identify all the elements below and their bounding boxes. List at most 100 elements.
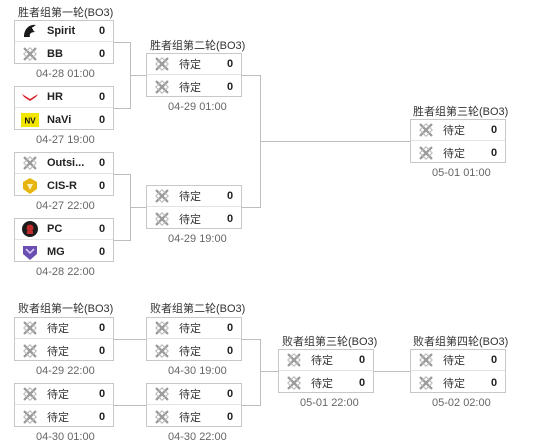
team-name: CIS-R [47, 179, 77, 192]
tbd-x-logo-icon [285, 374, 303, 392]
bracket-connector [114, 339, 146, 340]
team-row-tbd[interactable]: 待定 0 [15, 340, 113, 361]
tbd-x-logo-icon [153, 210, 171, 228]
team-name: Spirit [47, 25, 76, 37]
match-card-u1a[interactable]: Spirit 0 BB 0 [14, 20, 114, 64]
team-name: 待定 [179, 213, 201, 226]
team-score: 0 [98, 245, 106, 258]
bracket-connector [242, 207, 260, 208]
match-card-u2a[interactable]: 待定 0 待定 0 [146, 53, 242, 97]
match-card-l2b[interactable]: 待定 0 待定 0 [146, 383, 242, 427]
tbd-x-logo-icon [153, 187, 171, 205]
bb-logo-icon [21, 45, 39, 63]
team-score: 0 [98, 322, 106, 334]
team-score: 0 [98, 113, 106, 126]
upper-round-3-title: 胜者组第三轮(BO3) [413, 106, 509, 118]
match-card-u1b[interactable]: HR 0 NV NaVi 0 [14, 86, 114, 130]
tbd-x-logo-icon [21, 385, 39, 403]
team-score: 0 [98, 388, 106, 400]
team-row-tbd[interactable]: 待定 0 [147, 186, 241, 207]
match-time: 04-27 19:00 [36, 134, 95, 146]
team-score: 0 [358, 376, 366, 389]
match-card-l1b[interactable]: 待定 0 待定 0 [14, 383, 114, 427]
bracket-connector [114, 240, 130, 241]
team-row-tbd[interactable]: 待定 0 [411, 372, 505, 393]
match-card-u3[interactable]: 待定 0 待定 0 [410, 119, 506, 163]
team-score: 0 [226, 190, 234, 202]
team-row-tbd[interactable]: 待定 0 [279, 372, 373, 393]
team-name: BB [47, 47, 63, 60]
team-row-mg[interactable]: MG 0 [15, 241, 113, 262]
team-score: 0 [226, 388, 234, 400]
tbd-x-logo-icon [417, 351, 435, 369]
tbd-x-logo-icon [21, 342, 39, 360]
match-time: 04-28 01:00 [36, 68, 95, 80]
team-row-tbd[interactable]: 待定 0 [147, 340, 241, 361]
team-row-tbd[interactable]: 待定 0 [411, 142, 505, 163]
bracket-connector [374, 371, 410, 372]
match-card-u1c[interactable]: Outsi... 0 CIS-R 0 [14, 152, 114, 196]
team-row-tbd[interactable]: 待定 0 [147, 406, 241, 427]
team-row-outsiders[interactable]: Outsi... 0 [15, 153, 113, 174]
match-card-l3[interactable]: 待定 0 待定 0 [278, 349, 374, 393]
bracket-connector [242, 75, 260, 76]
lower-round-2-title: 败者组第二轮(BO3) [150, 303, 246, 315]
tbd-x-logo-icon [417, 121, 435, 139]
team-row-tbd[interactable]: 待定 0 [147, 208, 241, 229]
match-card-l2a[interactable]: 待定 0 待定 0 [146, 317, 242, 361]
bracket-connector [114, 42, 130, 43]
team-row-tbd[interactable]: 待定 0 [147, 384, 241, 405]
tbd-x-logo-icon [153, 385, 171, 403]
team-row-tbd[interactable]: 待定 0 [411, 120, 505, 141]
match-time: 04-29 22:00 [36, 365, 95, 377]
team-row-hr[interactable]: HR 0 [15, 87, 113, 108]
team-row-tbd[interactable]: 待定 0 [15, 318, 113, 339]
match-time: 04-30 22:00 [168, 431, 227, 443]
mg-logo-icon [21, 243, 39, 261]
match-card-u2b[interactable]: 待定 0 待定 0 [146, 185, 242, 229]
team-name: 待定 [179, 345, 201, 358]
bracket-connector [114, 108, 130, 109]
team-row-tbd[interactable]: 待定 0 [147, 54, 241, 75]
bracket-connector [130, 75, 146, 76]
team-name: 待定 [443, 147, 465, 160]
team-row-tbd[interactable]: 待定 0 [411, 350, 505, 371]
team-row-spirit[interactable]: Spirit 0 [15, 21, 113, 42]
spirit-dragon-logo-icon [21, 22, 39, 40]
team-row-tbd[interactable]: 待定 0 [147, 318, 241, 339]
team-name: 待定 [179, 191, 201, 203]
team-name: Outsi... [47, 157, 85, 169]
team-score: 0 [490, 376, 498, 389]
match-card-l1a[interactable]: 待定 0 待定 0 [14, 317, 114, 361]
bracket-connector [114, 174, 130, 175]
lower-round-1-title: 败者组第一轮(BO3) [18, 303, 114, 315]
team-score: 0 [226, 80, 234, 93]
team-row-tbd[interactable]: 待定 0 [147, 76, 241, 97]
match-card-u1d[interactable]: PC 0 MG 0 [14, 218, 114, 262]
team-name: HR [47, 91, 63, 103]
team-row-tbd[interactable]: 待定 0 [15, 406, 113, 427]
match-time: 05-01 01:00 [432, 167, 491, 179]
team-row-bb[interactable]: BB 0 [15, 43, 113, 64]
team-name: 待定 [179, 389, 201, 401]
team-row-pc[interactable]: PC 0 [15, 219, 113, 240]
team-row-tbd[interactable]: 待定 0 [15, 384, 113, 405]
team-row-navi[interactable]: NV NaVi 0 [15, 109, 113, 130]
team-score: 0 [226, 344, 234, 357]
team-score: 0 [226, 212, 234, 225]
lower-round-4-title: 败者组第四轮(BO3) [413, 336, 509, 348]
team-name: 待定 [47, 345, 69, 358]
team-name: 待定 [179, 323, 201, 335]
bracket-connector [260, 371, 278, 372]
team-row-tbd[interactable]: 待定 0 [279, 350, 373, 371]
match-time: 04-29 19:00 [168, 233, 227, 245]
tbd-x-logo-icon [153, 342, 171, 360]
match-time: 04-29 01:00 [168, 101, 227, 113]
upper-round-2-title: 胜者组第二轮(BO3) [150, 40, 246, 52]
navi-logo-icon: NV [21, 111, 39, 129]
match-time: 04-27 22:00 [36, 200, 95, 212]
match-card-l4[interactable]: 待定 0 待定 0 [410, 349, 506, 393]
team-row-cis-r[interactable]: CIS-R 0 [15, 175, 113, 196]
team-score: 0 [226, 410, 234, 423]
team-name: 待定 [47, 323, 69, 335]
